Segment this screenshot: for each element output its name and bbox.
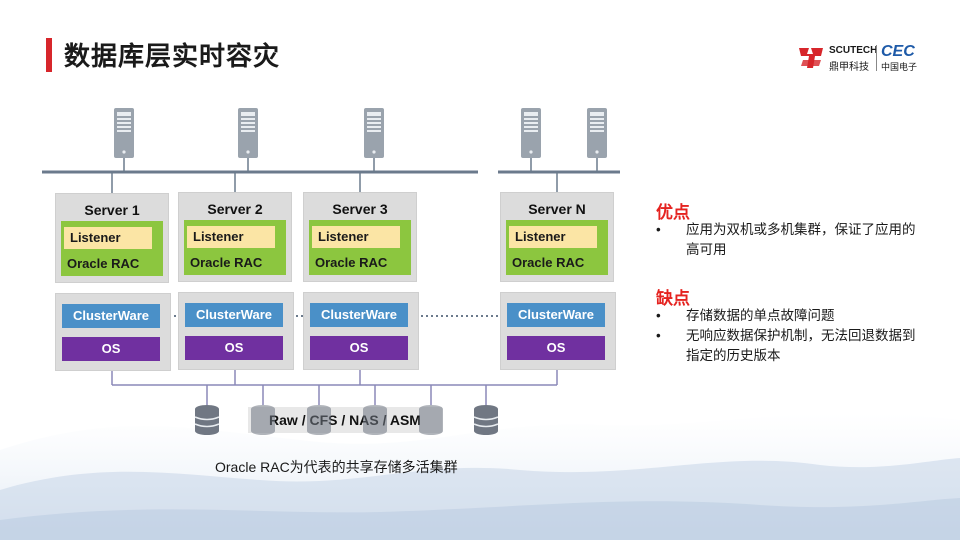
pros-title: 优点	[656, 203, 690, 222]
oracle-rac-panel: Listener Oracle RAC	[309, 220, 411, 275]
server-name: Server N	[528, 201, 586, 217]
disk-icon	[474, 405, 498, 435]
clusterware-box: ClusterWare	[62, 304, 160, 328]
title-accent-bar	[46, 38, 52, 72]
disk-icon	[307, 405, 331, 435]
cons-title: 缺点	[656, 289, 690, 308]
oracle-rac-panel: Listener Oracle RAC	[61, 221, 163, 276]
clusterware-box: ClusterWare	[310, 303, 408, 327]
server-node-3: Server 3 Listener Oracle RAC ClusterWare…	[303, 192, 419, 370]
server-app-panel: Server N Listener Oracle RAC	[500, 192, 614, 282]
listener-box: Listener	[64, 227, 152, 249]
cons-item-text: 存储数据的单点故障问题	[686, 308, 835, 323]
logo-cn-text: 鼎甲科技	[829, 62, 869, 73]
server-name: Server 3	[332, 201, 388, 217]
server-rack-icon	[587, 108, 607, 158]
os-box: OS	[185, 336, 283, 360]
oracle-rac-panel: Listener Oracle RAC	[506, 220, 608, 275]
cons-item-text: 无响应数据保护机制，无法回退数据到指定的历史版本	[686, 328, 916, 363]
server-rack-icon	[521, 108, 541, 158]
clusterware-box: ClusterWare	[507, 303, 605, 327]
server-name: Server 2	[207, 201, 263, 217]
oracle-rac-panel: Listener Oracle RAC	[184, 220, 286, 275]
server-app-panel: Server 3 Listener Oracle RAC	[303, 192, 417, 282]
server-node-1: Server 1 Listener Oracle RAC ClusterWare…	[55, 193, 171, 371]
clusterware-box: ClusterWare	[185, 303, 283, 327]
shared-storage-label: Raw / CFS / NAS / ASM	[248, 407, 442, 433]
server-rack-icon	[238, 108, 258, 158]
logo-separator	[876, 45, 877, 71]
os-box: OS	[507, 336, 605, 360]
mountain-background	[0, 413, 960, 540]
server-rack-icon	[114, 108, 134, 158]
oracle-rac-label: Oracle RAC	[315, 255, 388, 270]
bullet-dot: •	[656, 328, 661, 343]
listener-box: Listener	[509, 226, 597, 248]
server-node-n: Server N Listener Oracle RAC ClusterWare…	[500, 192, 616, 370]
disk-icon	[195, 405, 219, 435]
os-box: OS	[62, 337, 160, 361]
oracle-rac-label: Oracle RAC	[190, 255, 263, 270]
cons-item: • 无响应数据保护机制，无法回退数据到指定的历史版本	[656, 326, 926, 366]
logo-en-text: SCUTECH	[829, 45, 878, 56]
server-app-panel: Server 1 Listener Oracle RAC	[55, 193, 169, 283]
server-name: Server 1	[84, 202, 140, 218]
oracle-rac-label: Oracle RAC	[512, 255, 585, 270]
server-system-panel: ClusterWare OS	[500, 292, 616, 370]
cons-item: • 存储数据的单点故障问题	[656, 306, 926, 326]
oracle-rac-label: Oracle RAC	[67, 256, 140, 271]
server-system-panel: ClusterWare OS	[303, 292, 419, 370]
bullet-dot: •	[656, 308, 661, 323]
pros-item: • 应用为双机或多机集群，保证了应用的高可用	[656, 220, 926, 260]
listener-box: Listener	[187, 226, 275, 248]
server-rack-icon	[364, 108, 384, 158]
company-logo: SCUTECH 鼎甲科技 CEC 中国电子	[797, 42, 919, 74]
disk-icon	[419, 405, 443, 435]
listener-box: Listener	[312, 226, 400, 248]
cec-logo-text: CEC	[881, 43, 915, 60]
disk-icon	[251, 405, 275, 435]
server-system-panel: ClusterWare OS	[55, 293, 171, 371]
pros-item-text: 应用为双机或多机集群，保证了应用的高可用	[686, 222, 916, 257]
server-system-panel: ClusterWare OS	[178, 292, 294, 370]
page-title: 数据库层实时容灾	[64, 41, 281, 71]
cec-cn-text: 中国电子	[881, 62, 918, 72]
server-node-2: Server 2 Listener Oracle RAC ClusterWare…	[178, 192, 294, 370]
disk-icon	[363, 405, 387, 435]
diagram-caption: Oracle RAC为代表的共享存储多活集群	[215, 459, 458, 475]
scutech-logo-icon	[799, 48, 823, 68]
server-app-panel: Server 2 Listener Oracle RAC	[178, 192, 292, 282]
bullet-dot: •	[656, 222, 661, 237]
os-box: OS	[310, 336, 408, 360]
